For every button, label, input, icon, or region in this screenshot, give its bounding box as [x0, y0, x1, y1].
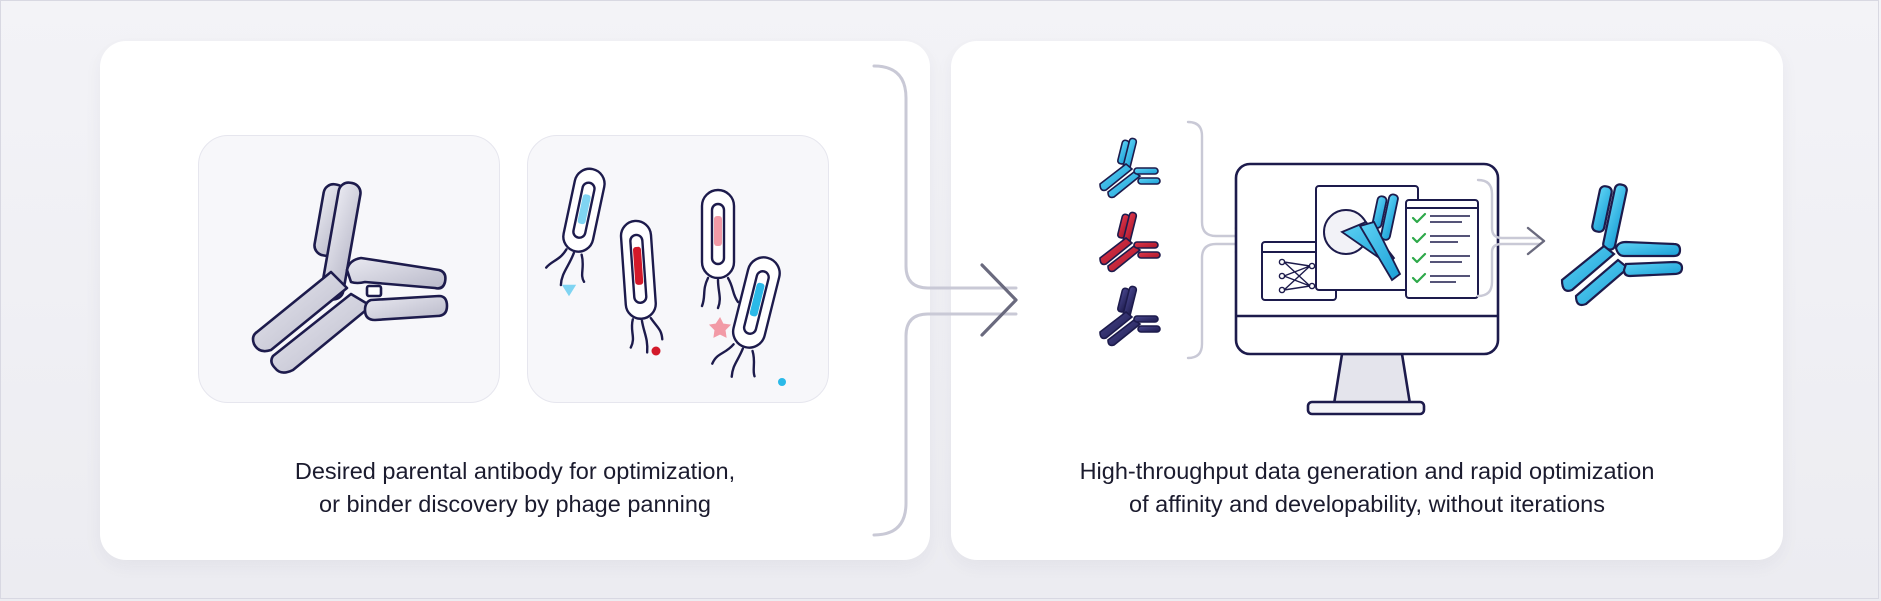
- optimized-antibody-icon: [1560, 183, 1684, 307]
- output-caption: High-throughput data generation and rapi…: [951, 455, 1783, 521]
- cyan-antibody-icon: [1099, 137, 1161, 199]
- output-caption-line-1: High-throughput data generation and rapi…: [1079, 458, 1655, 484]
- analysis-window-icon: [1315, 185, 1419, 291]
- navy-antibody-icon: [1099, 285, 1161, 347]
- output-caption-line-2: of affinity and developability, without …: [1129, 491, 1605, 517]
- red-antibody-icon: [1099, 211, 1161, 273]
- parental-antibody-icon: [251, 181, 449, 374]
- input-caption-line-1: Desired parental antibody for optimizati…: [294, 458, 736, 484]
- connector-lower-bracket: [872, 312, 1018, 537]
- phage-library-icon: [544, 167, 786, 386]
- parental-antibody-card: [198, 135, 500, 403]
- chevron-right-icon: [980, 263, 1018, 337]
- input-caption: Desired parental antibody for optimizati…: [100, 455, 930, 521]
- connector-upper-bracket: [872, 64, 1018, 290]
- output-arrow-icon: [1526, 226, 1546, 256]
- input-panel: Desired parental antibody for optimizati…: [100, 41, 930, 560]
- phage-library-card: [527, 135, 829, 403]
- input-caption-line-2: or binder discovery by phage panning: [319, 491, 711, 517]
- checklist-window-icon: [1405, 199, 1479, 299]
